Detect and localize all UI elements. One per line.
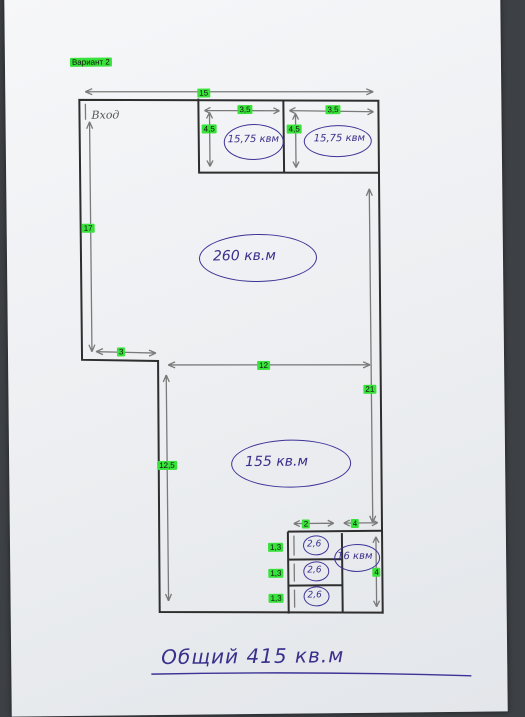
corner-room-area: 16 квм <box>337 551 373 562</box>
dimension-small-room-2-height: 1,3 <box>268 569 283 578</box>
dimension-line-lower-left <box>163 375 171 601</box>
dimension-line-corner-width <box>344 520 378 526</box>
small-room-3-area: 2,6 <box>307 590 321 600</box>
dimension-line-step <box>96 348 156 357</box>
dimension-small-room-1-height: 1,3 <box>268 543 283 552</box>
small-room-1-area: 2,6 <box>307 539 321 549</box>
dimension-step-width: 3 <box>117 347 126 356</box>
variant-label: Вариант 2 <box>70 57 112 66</box>
dimension-line-room-a-height <box>206 112 213 166</box>
dimension-line-small-width <box>294 520 334 526</box>
dimension-small-room-3-height: 1,3 <box>269 594 284 603</box>
dimension-small-room-width: 2 <box>302 519 311 528</box>
dimension-line-top <box>85 86 373 98</box>
total-area: Общий 415 кв.м <box>161 643 344 669</box>
upper-hall-area: 260 кв.м <box>213 248 276 265</box>
dimension-corner-room-width: 4 <box>351 519 360 528</box>
entrance-label: Вход <box>91 108 119 121</box>
room-b-area: 15,75 квм <box>314 133 365 145</box>
dimension-line-right <box>366 189 375 523</box>
floor-plan-drawing <box>4 0 508 717</box>
dimension-middle-width: 12 <box>257 361 270 370</box>
dimension-top-width: 15 <box>197 88 210 97</box>
dimension-corner-room-height: 4 <box>372 568 381 577</box>
lower-hall-area: 155 кв.м <box>245 453 308 470</box>
room-a-area: 15,75 квм <box>228 134 279 146</box>
dimension-right-height: 21 <box>363 385 376 394</box>
dimension-room-a-height: 4,5 <box>202 124 217 133</box>
dimension-line-room-b-height <box>292 114 299 168</box>
dimension-room-b-height: 4,5 <box>287 125 302 134</box>
dimension-left-height: 17 <box>82 224 95 233</box>
total-underline <box>151 671 471 680</box>
dimension-room-a-width: 3,5 <box>237 105 252 114</box>
dimension-lower-left-height: 12,5 <box>157 461 177 470</box>
dimension-room-b-width: 3,5 <box>325 105 340 114</box>
outer-wall <box>79 97 383 616</box>
dimension-line-small-heights <box>294 536 295 608</box>
small-room-2-area: 2,6 <box>307 565 321 575</box>
dimension-line-left <box>87 122 95 352</box>
paper-sheet: Вариант 2 Вход 15 3,5 3,5 4,5 4,5 17 3 1… <box>4 0 508 717</box>
